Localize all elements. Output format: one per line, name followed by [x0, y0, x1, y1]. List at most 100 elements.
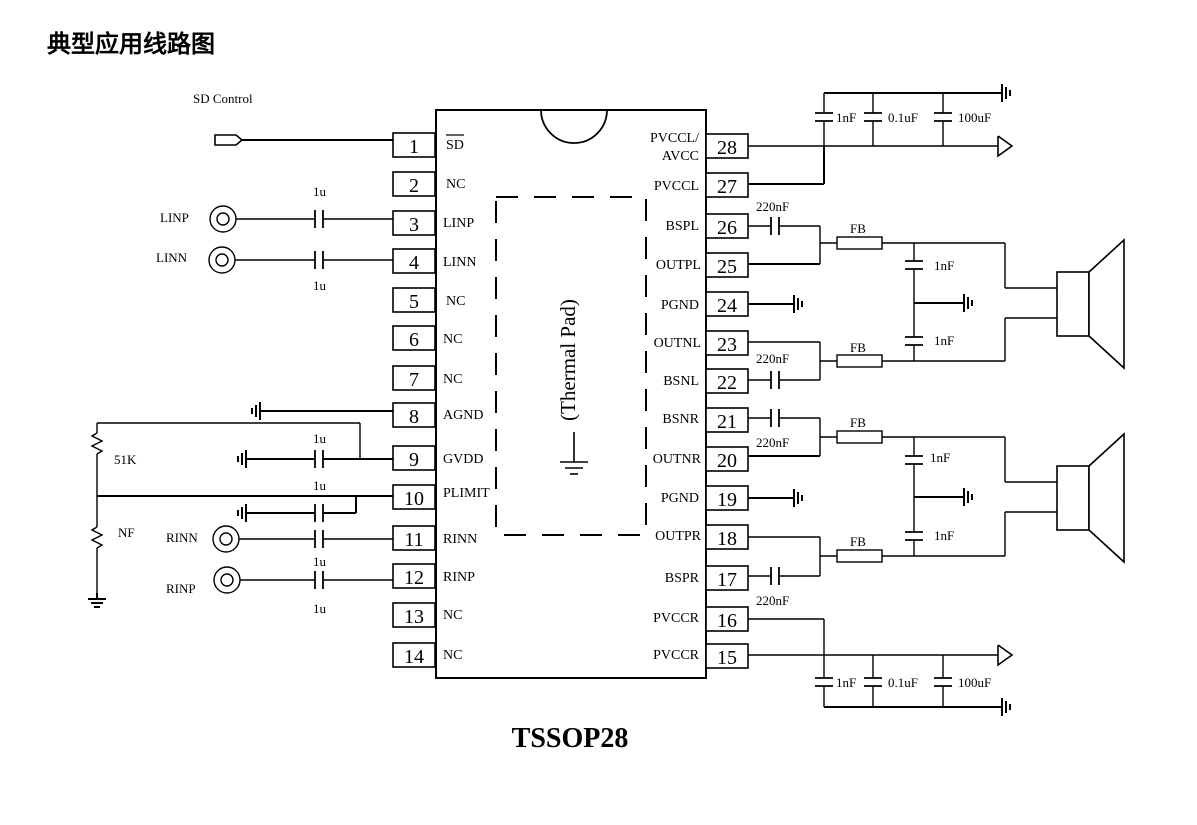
svg-text:SD: SD	[446, 138, 464, 153]
linp-capacitor	[314, 209, 324, 229]
linn-jack-icon	[208, 246, 236, 274]
right-pin-25: 25 OUTPL	[656, 252, 749, 278]
svg-text:NC: NC	[443, 648, 462, 663]
ic-body	[435, 109, 707, 679]
svg-text:19: 19	[717, 489, 737, 511]
svg-text:PVCCL: PVCCL	[654, 179, 699, 194]
rinp-cap-value: 1u	[313, 601, 327, 616]
bsnl-cap-value: 220nF	[756, 351, 789, 366]
left-pin-4: 4 LINN	[392, 248, 476, 274]
left-pin-14: 14 NC	[392, 642, 462, 668]
rinn-capacitor	[314, 529, 324, 549]
svg-text:11: 11	[404, 529, 423, 551]
left-pin-7: 7 NC	[392, 365, 462, 391]
bspl-cap-value: 220nF	[756, 199, 789, 214]
spk-r-1nf-b-value: 1nF	[934, 528, 954, 543]
bottom-01uf-capacitor	[863, 677, 883, 687]
rinp-label: RINP	[166, 581, 196, 596]
spk-r-1nf-a-value: 1nF	[930, 450, 950, 465]
speaker-left-icon	[1056, 238, 1125, 370]
bottom-100uf-capacitor	[933, 677, 953, 687]
svg-text:BSPR: BSPR	[665, 571, 700, 586]
top-01uf-capacitor	[863, 112, 883, 122]
linn-cap-value: 1u	[313, 278, 327, 293]
left-pin-3: 3 LINP	[392, 210, 474, 236]
svg-text:25: 25	[717, 256, 737, 278]
svg-text:PLIMIT: PLIMIT	[443, 486, 490, 501]
svg-text:GVDD: GVDD	[443, 452, 483, 467]
linn-capacitor	[314, 250, 324, 270]
svg-text:18: 18	[717, 528, 737, 550]
bspr-cap-value: 220nF	[756, 593, 789, 608]
svg-text:BSNL: BSNL	[663, 374, 699, 389]
agnd-ground-icon	[251, 401, 269, 421]
right-pin-15: 15 PVCCR	[653, 643, 749, 669]
spk-l-ground-icon	[955, 293, 973, 313]
linp-cap-value: 1u	[313, 184, 327, 199]
bspl-capacitor	[770, 216, 780, 236]
svg-text:2: 2	[409, 175, 419, 197]
svg-text:PVCCR: PVCCR	[653, 648, 700, 663]
rinn-jack-icon	[212, 525, 240, 553]
svg-text:10: 10	[404, 488, 424, 510]
svg-text:9: 9	[409, 449, 419, 471]
linp-jack-icon	[209, 205, 237, 233]
right-pin-28: 28 PVCCL/ AVCC	[650, 131, 749, 164]
resistor-nf-label: NF	[118, 525, 135, 540]
svg-text:AGND: AGND	[443, 408, 483, 423]
svg-text:4: 4	[409, 252, 419, 274]
svg-text:OUTNR: OUTNR	[653, 452, 702, 467]
svg-text:24: 24	[717, 295, 737, 317]
svg-text:17: 17	[717, 569, 737, 591]
right-pin-23: 23 OUTNL	[654, 330, 749, 356]
svg-text:LINN: LINN	[443, 255, 476, 270]
left-pin-2: 2 NC	[392, 171, 465, 197]
svg-text:PVCCR: PVCCR	[653, 611, 700, 626]
right-pin-16: 16 PVCCR	[653, 606, 749, 632]
thermal-pad-outline	[495, 196, 647, 536]
bottom-1nf-value: 1nF	[836, 675, 856, 690]
bspr-capacitor	[770, 566, 780, 586]
svg-text:NC: NC	[443, 372, 462, 387]
gvdd-cap-value: 1u	[313, 431, 327, 446]
plimit-capacitor	[314, 503, 324, 523]
linp-label: LINP	[160, 210, 189, 225]
right-pin-21: 21 BSNR	[662, 407, 749, 433]
bsnl-capacitor	[770, 370, 780, 390]
ferrite-fb1-label: FB	[850, 221, 866, 236]
top-supply-ground-icon	[993, 83, 1011, 103]
gvdd-capacitor	[314, 449, 324, 469]
svg-text:16: 16	[717, 610, 737, 632]
svg-text:AVCC: AVCC	[662, 149, 699, 164]
svg-text:28: 28	[717, 137, 737, 159]
top-1nf-value: 1nF	[836, 110, 856, 125]
pgnd-19-ground-icon	[785, 488, 803, 508]
right-pin-19: 19 PGND	[661, 485, 749, 511]
svg-text:3: 3	[409, 214, 419, 236]
svg-text:RINP: RINP	[443, 570, 475, 585]
speaker-right-icon	[1056, 432, 1125, 564]
svg-text:BSPL: BSPL	[666, 219, 699, 234]
left-pin-8: 8 AGND	[392, 402, 483, 428]
thermal-ground-icon	[560, 432, 588, 475]
left-pin-10: 10 PLIMIT	[392, 484, 490, 510]
top-100uf-capacitor	[933, 112, 953, 122]
divider-ground-icon	[87, 592, 107, 608]
svg-text:NC: NC	[443, 608, 462, 623]
spk-r-1nf-b-capacitor	[904, 531, 924, 541]
bottom-01uf-value: 0.1uF	[888, 675, 918, 690]
top-supply-arrow-icon	[997, 135, 1014, 158]
svg-text:OUTPL: OUTPL	[656, 258, 701, 273]
svg-text:NC: NC	[443, 332, 462, 347]
spk-l-1nf-b-capacitor	[904, 336, 924, 346]
svg-text:PVCCL/: PVCCL/	[650, 131, 699, 146]
left-pin-11: 11 RINN	[392, 525, 477, 551]
svg-text:NC: NC	[446, 177, 465, 192]
svg-text:NC: NC	[446, 294, 465, 309]
svg-text:26: 26	[717, 217, 737, 239]
svg-text:OUTPR: OUTPR	[655, 529, 702, 544]
svg-text:RINN: RINN	[443, 532, 477, 547]
bottom-supply-ground-icon	[993, 697, 1011, 717]
right-pin-22: 22 BSNL	[663, 368, 749, 394]
left-pin-5: 5 NC	[392, 287, 465, 313]
